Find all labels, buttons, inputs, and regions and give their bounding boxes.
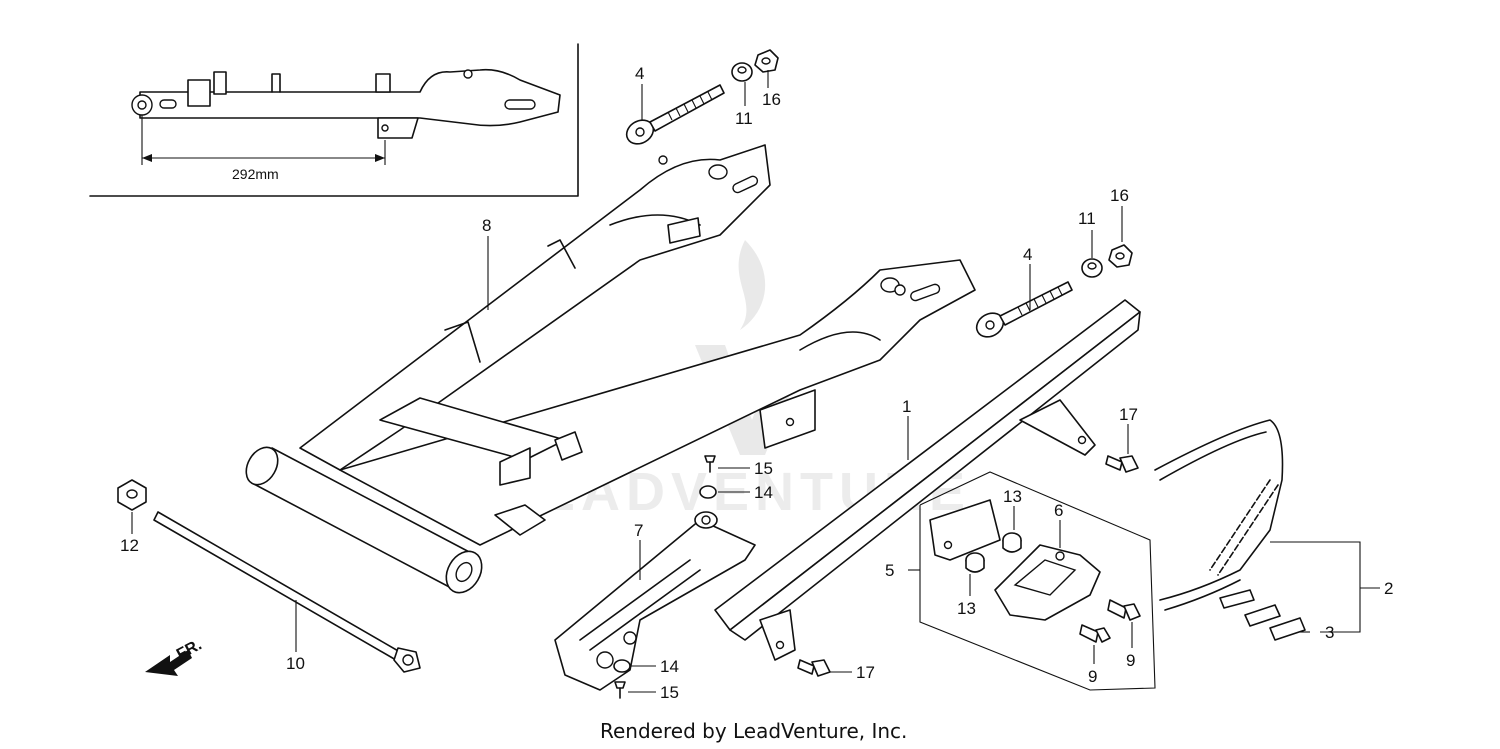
callout-11-lower: 11: [1078, 209, 1096, 228]
collar-14-upper: [699, 485, 717, 499]
callout-5: 5: [885, 561, 894, 580]
front-direction-arrow: FR.: [145, 636, 205, 676]
callout-17-upper: 17: [1119, 405, 1138, 424]
callout-16-lower: 16: [1110, 186, 1129, 205]
callout-16-upper: 16: [762, 90, 781, 109]
bolt-9b: [1107, 599, 1141, 621]
callout-3: 3: [1325, 623, 1334, 642]
chain-slider: [554, 511, 756, 691]
leader-lines: [131, 70, 1380, 693]
collar-13b: [965, 552, 985, 573]
callout-1: 1: [902, 397, 911, 416]
group-box-5: [919, 471, 1156, 691]
callout-13-upper: 13: [1003, 487, 1022, 506]
callout-15-upper: 15: [754, 459, 773, 478]
callout-6: 6: [1054, 501, 1063, 520]
chain-case: [714, 299, 1141, 661]
chain-adjuster-bolt-lower: [975, 281, 1073, 338]
washer-upper: [731, 62, 753, 82]
collar-14-lower: [613, 659, 631, 673]
inset-detail: 292mm: [89, 43, 579, 197]
collar-13a: [1002, 532, 1022, 553]
bolt-17b: [797, 659, 831, 677]
chain-guide: [994, 544, 1101, 621]
callout-15-lower: 15: [660, 683, 679, 702]
screw-15-upper: [704, 455, 716, 473]
dimension-292mm: 292mm: [232, 166, 279, 182]
callout-10: 10: [286, 654, 305, 673]
callout-9-right: 9: [1126, 651, 1135, 670]
callout-4-lower: 4: [1023, 245, 1032, 264]
nut-upper: [754, 49, 779, 73]
callout-12: 12: [120, 536, 139, 555]
callout-8: 8: [482, 216, 491, 235]
chain-adjuster-bolt-upper: [625, 84, 725, 145]
callout-2: 2: [1384, 579, 1393, 598]
bolt-9a: [1079, 624, 1111, 643]
callout-17-lower: 17: [856, 663, 875, 682]
bolt-17a: [1105, 455, 1139, 473]
pivot-nut: [117, 479, 147, 511]
chain-guide-bracket: [929, 499, 1001, 561]
drive-chain: [1154, 419, 1284, 611]
callout-14-lower: 14: [660, 657, 679, 676]
callout-4-upper: 4: [635, 64, 644, 83]
washer-lower: [1081, 258, 1103, 278]
master-link: [1219, 589, 1306, 641]
swingarm: [245, 144, 976, 594]
callout-labels: 4 11 16 4 11 16 8 1 17 6 13 13 5 7 10 12…: [120, 64, 1393, 702]
screw-15-lower: [614, 681, 626, 699]
callout-14-upper: 14: [754, 483, 773, 502]
callout-9-left: 9: [1088, 667, 1097, 686]
nut-lower: [1108, 244, 1133, 268]
callout-13-lower: 13: [957, 599, 976, 618]
callout-11-upper: 11: [735, 109, 753, 128]
rendered-by-credit: Rendered by LeadVenture, Inc.: [600, 719, 907, 743]
pivot-bolt: [153, 511, 421, 673]
callout-7: 7: [634, 521, 643, 540]
